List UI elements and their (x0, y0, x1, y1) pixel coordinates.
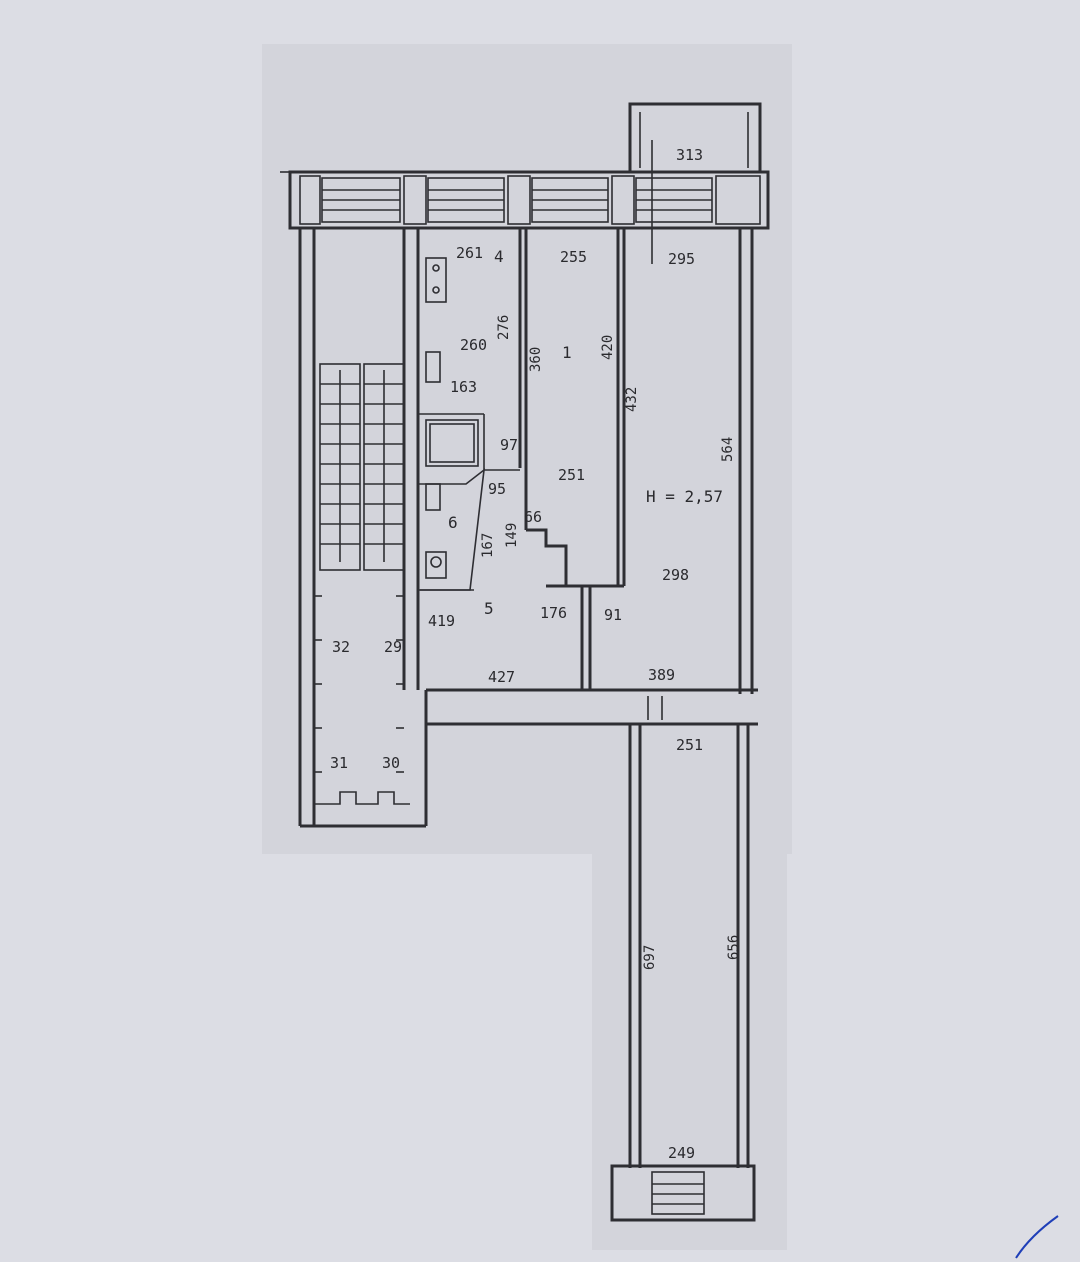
room-number-4: 4 (494, 247, 504, 266)
sink-icon (425, 351, 441, 383)
dimension-labels: 313 261 255 295 260 276 360 420 163 432 … (330, 146, 742, 1162)
pen-mark (1015, 1215, 1059, 1259)
scan-area-lower (592, 780, 787, 1250)
balcony (628, 102, 762, 264)
bathtub-icon (425, 419, 479, 467)
dim-656: 656 (726, 935, 742, 960)
lower-extension (610, 724, 756, 1222)
dim-432: 432 (624, 387, 640, 412)
washbasin-icon (425, 483, 441, 511)
dim-66: 66 (524, 508, 542, 526)
dim-298: 298 (662, 566, 689, 584)
dim-564: 564 (720, 437, 736, 462)
room-number-1: 1 (562, 343, 572, 362)
dim-251-b: 251 (676, 736, 703, 754)
dim-360: 360 (528, 347, 544, 372)
dim-697: 697 (642, 945, 658, 970)
interior-walls (417, 228, 626, 690)
window-3 (531, 177, 609, 223)
ceiling-height-note: H = 2,57 (646, 487, 723, 506)
dim-261: 261 (456, 244, 483, 262)
dim-163: 163 (450, 378, 477, 396)
dim-260: 260 (460, 336, 487, 354)
outer-walls (298, 228, 758, 828)
dim-149: 149 (504, 523, 520, 548)
dim-30: 30 (382, 754, 400, 772)
top-wall (280, 170, 770, 230)
dim-389: 389 (648, 666, 675, 684)
room-number-6: 6 (448, 513, 458, 532)
room-number-5: 5 (484, 599, 494, 618)
fixtures (425, 257, 479, 579)
dim-313: 313 (676, 146, 703, 164)
dim-31: 31 (330, 754, 348, 772)
dim-97: 97 (500, 436, 518, 454)
stairwell (314, 228, 420, 805)
window-2 (427, 177, 505, 223)
dim-29: 29 (384, 638, 402, 656)
dim-249: 249 (668, 1144, 695, 1162)
dim-32: 32 (332, 638, 350, 656)
stove-icon (425, 257, 447, 303)
dim-276: 276 (496, 315, 512, 340)
dim-176: 176 (540, 604, 567, 622)
dim-427: 427 (488, 668, 515, 686)
dim-255: 255 (560, 248, 587, 266)
dim-91: 91 (604, 606, 622, 624)
room-labels: 4 1 6 5 H = 2,57 (448, 247, 723, 618)
dim-95: 95 (488, 480, 506, 498)
window-4 (635, 177, 713, 223)
toilet-icon (425, 551, 447, 579)
dim-167: 167 (480, 533, 496, 558)
window-1 (321, 177, 401, 223)
dim-419: 419 (428, 612, 455, 630)
dim-420: 420 (600, 335, 616, 360)
dim-251-a: 251 (558, 466, 585, 484)
dim-295: 295 (668, 250, 695, 268)
